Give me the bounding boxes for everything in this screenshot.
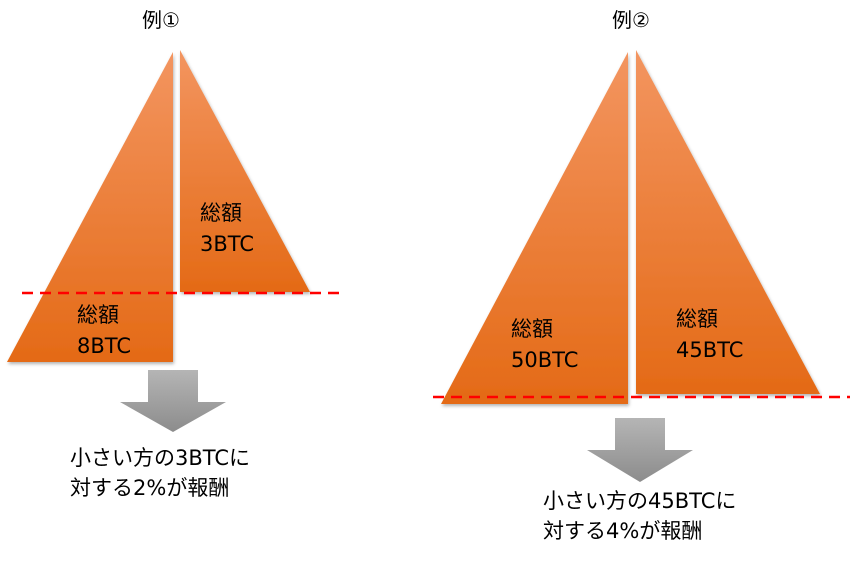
ex2-right-half-triangle xyxy=(636,50,820,394)
ex2-left-half-triangle xyxy=(441,52,628,404)
ex1-title: 例① xyxy=(142,8,180,32)
ex2-left-label-text: 総額 xyxy=(511,317,553,341)
ex2-right-amount: 45BTC xyxy=(676,338,744,362)
ex1-right-label-text: 総額 xyxy=(200,201,242,225)
ex1-result-line2: 対する2%が報酬 xyxy=(70,476,230,500)
ex1-left-label-text: 総額 xyxy=(77,303,119,327)
ex2-right-label: 総額 45BTC xyxy=(676,304,743,366)
ex2-result-line2: 対する4%が報酬 xyxy=(543,519,703,543)
ex1-result: 小さい方の3BTCに 対する2%が報酬 xyxy=(70,443,250,503)
ex2-title: 例② xyxy=(612,8,650,32)
ex1-left-amount: 8BTC xyxy=(77,334,132,358)
ex2-left-amount: 50BTC xyxy=(511,348,579,372)
ex1-right-half-triangle xyxy=(180,50,310,292)
ex1-right-label: 総額 3BTC xyxy=(200,198,254,260)
ex2-down-arrow-icon xyxy=(587,418,693,482)
ex1-left-label: 総額 8BTC xyxy=(77,300,131,362)
ex1-left-half-triangle xyxy=(7,52,173,362)
ex1-result-line1: 小さい方の3BTCに xyxy=(70,446,251,470)
ex2-left-label: 総額 50BTC xyxy=(511,314,578,376)
ex2-right-label-text: 総額 xyxy=(676,307,718,331)
ex2-result-line1: 小さい方の45BTCに xyxy=(543,489,737,513)
ex1-right-amount: 3BTC xyxy=(200,232,255,256)
ex1-down-arrow-icon xyxy=(120,370,226,432)
ex2-result: 小さい方の45BTCに 対する4%が報酬 xyxy=(543,486,736,546)
